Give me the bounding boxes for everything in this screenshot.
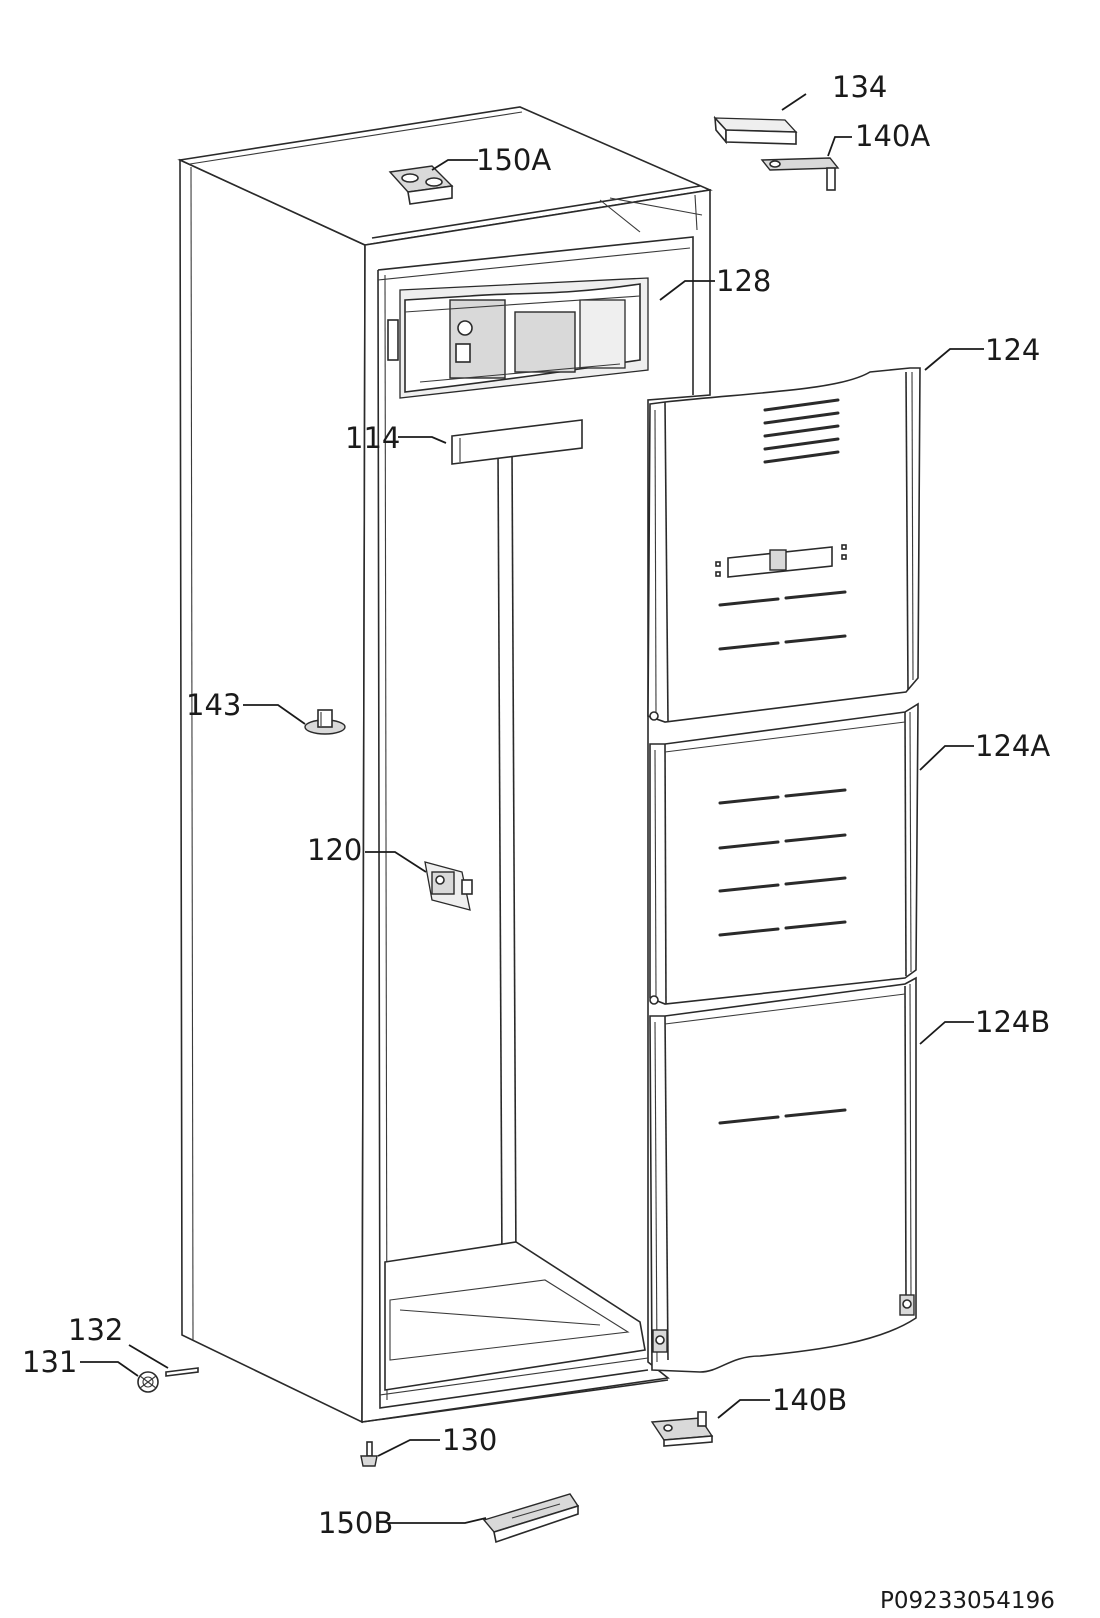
part-140A-top-hinge xyxy=(760,157,840,191)
leader-lines xyxy=(80,93,984,1524)
label-140B: 140B xyxy=(772,1383,847,1417)
label-128: 128 xyxy=(716,264,771,298)
part-128-control-housing xyxy=(387,277,649,399)
label-124B: 124B xyxy=(975,1005,1050,1039)
part-124A-middle-door xyxy=(649,702,919,1005)
label-130: 130 xyxy=(442,1423,497,1457)
part-114-shelf-strip xyxy=(451,419,583,465)
label-131: 131 xyxy=(22,1345,77,1379)
part-134-hinge-cap xyxy=(713,115,798,145)
part-140B-lower-hinge xyxy=(650,1411,714,1447)
callout-labels: 134 140A 150A 128 124 114 143 124A 120 1… xyxy=(22,70,1050,1540)
label-124: 124 xyxy=(985,333,1040,367)
part-120-sensor-holder xyxy=(424,861,473,911)
label-132: 132 xyxy=(68,1313,123,1347)
label-143: 143 xyxy=(186,688,241,722)
cabinet xyxy=(177,106,713,1424)
part-124-upper-door xyxy=(647,367,921,723)
part-130-screw xyxy=(360,1441,378,1467)
label-134: 134 xyxy=(832,70,887,104)
part-150B-bottom-cover xyxy=(482,1493,580,1544)
label-114: 114 xyxy=(345,421,400,455)
document-id: P09233054196 xyxy=(880,1588,1055,1614)
label-124A: 124A xyxy=(975,729,1050,763)
part-131-adjustable-foot xyxy=(137,1371,159,1393)
part-143-clip xyxy=(304,709,346,735)
part-124B-lower-door xyxy=(649,976,917,1373)
label-150B: 150B xyxy=(318,1506,393,1540)
part-150A-hinge-cover xyxy=(388,165,454,205)
label-140A: 140A xyxy=(855,119,930,153)
label-150A: 150A xyxy=(476,143,551,177)
label-120: 120 xyxy=(307,833,362,867)
part-132-pin xyxy=(165,1367,199,1377)
